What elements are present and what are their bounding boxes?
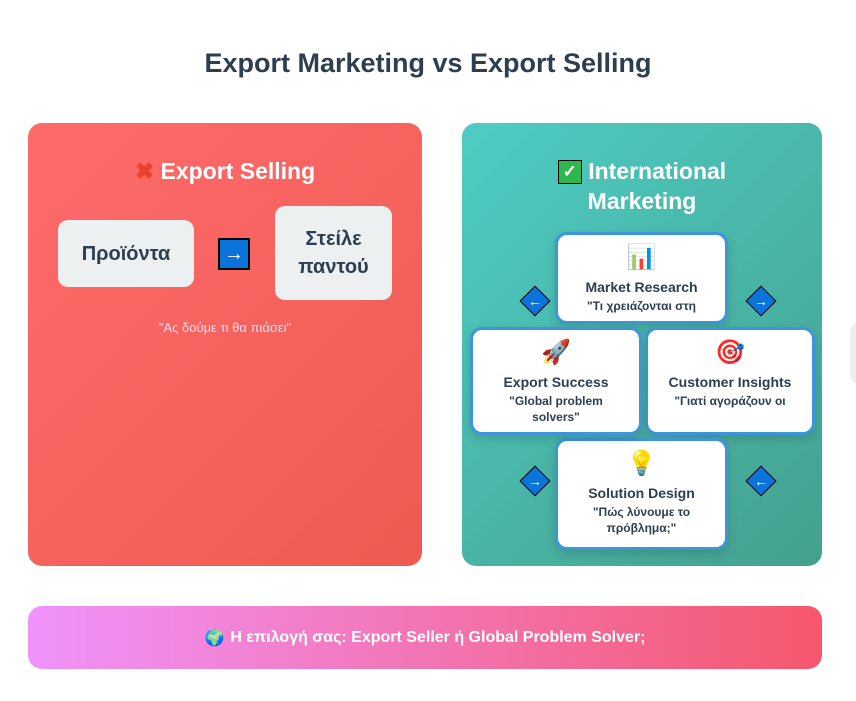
panel-title-line1: International (588, 158, 727, 184)
solution-design-card: 💡 Solution Design "Πώς λύνουμε το πρόβλη… (555, 438, 728, 550)
globe-icon: 🌍 (204, 629, 225, 647)
page-title: Export Marketing vs Export Selling (204, 48, 652, 78)
customer-insights-card: 🎯 Customer Insights "Γιατί αγοράζουν οι (645, 327, 815, 435)
cross-mark-icon: ✖ (134, 158, 155, 184)
right-arrow-icon: → (218, 238, 250, 270)
export-success-card: 🚀 Export Success "Global problem solvers… (470, 327, 642, 435)
check-mark-icon: ✓ (557, 160, 582, 184)
market-research-card: 📊 Market Research "Τι χρειάζονται στη (555, 232, 728, 324)
selling-quote: "Ας δούμε τι θα πιάσει" (158, 320, 292, 335)
card-title: Market Research (585, 279, 698, 295)
export-selling-heading: ✖ Export Selling (28, 156, 422, 186)
choice-banner: 🌍 Η επιλογή σας: Export Seller ή Global … (28, 606, 822, 669)
card-title: Solution Design (588, 485, 695, 501)
international-marketing-heading: ✓ International Marketing (462, 156, 822, 216)
rocket-icon: 🚀 (541, 339, 571, 366)
card-title: Export Success (503, 374, 609, 390)
lightbulb-icon: 💡 (626, 450, 657, 477)
card-desc: "Γιατί αγοράζουν οι (674, 394, 786, 408)
card-title: Customer Insights (668, 374, 792, 390)
card-desc: "Τι χρειάζονται στη (586, 299, 697, 313)
card-desc: "Global problem solvers" (509, 394, 603, 424)
export-selling-panel: ✖ Export Selling Προϊόντα → Στείλε παντο… (28, 123, 422, 566)
offscreen-element (850, 322, 856, 384)
panel-title: Export Selling (160, 158, 316, 184)
card-desc: "Πώς λύνουμε το πρόβλημα;" (592, 505, 691, 535)
bar-chart-icon: 📊 (626, 244, 657, 271)
choice-text: Η επιλογή σας: Export Seller ή Global Pr… (230, 628, 646, 646)
target-icon: 🎯 (715, 339, 745, 366)
panel-title-line2: Marketing (587, 188, 697, 214)
products-box: Προϊόντα (58, 220, 194, 287)
ship-everywhere-box: Στείλε παντού (275, 206, 392, 300)
